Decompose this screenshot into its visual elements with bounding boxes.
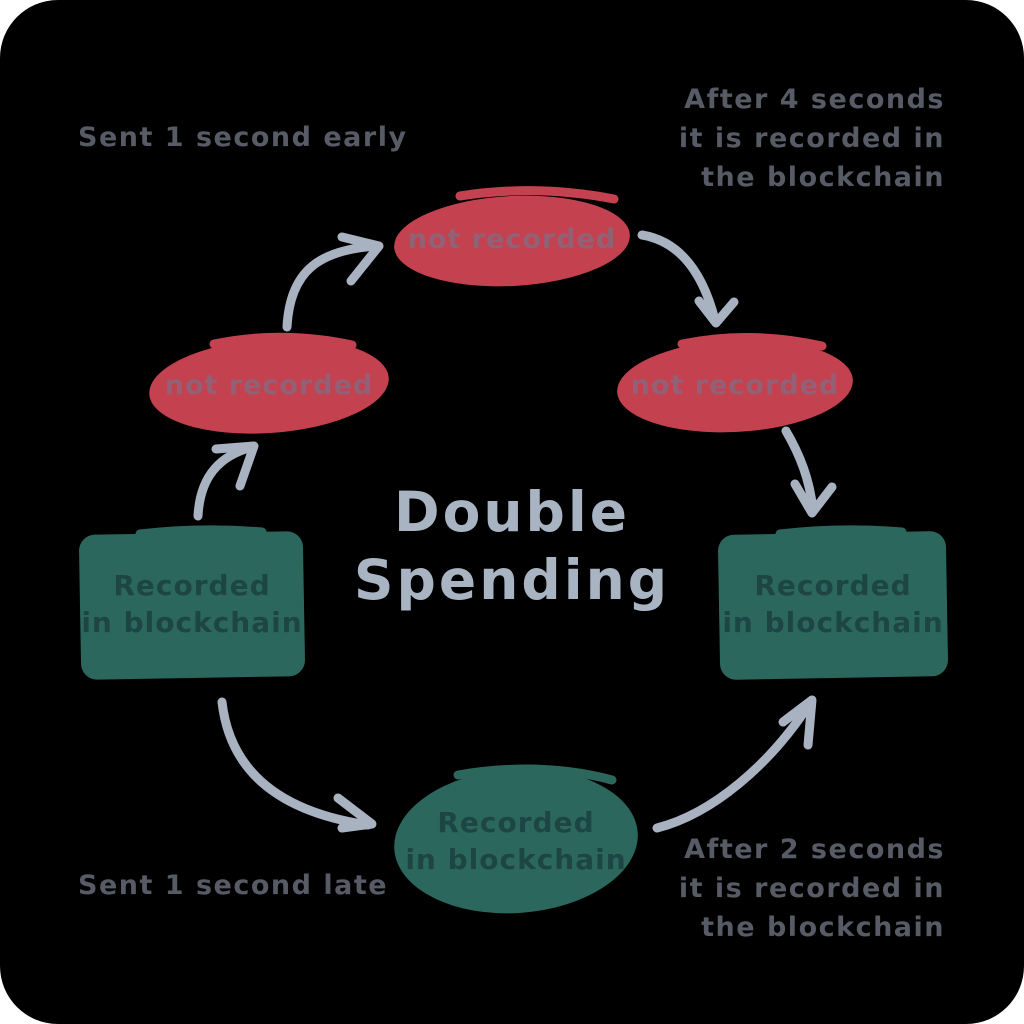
annotation-after-2-seconds-line2: it is recorded in [678,873,945,904]
annotation-after-4-seconds-line1: After 4 seconds [684,84,945,115]
not-recorded-ellipse-top-scribble [455,186,619,204]
recorded-ellipse-bottom-scribble [453,764,617,785]
arrow-rightellipse-to-rightrect-head [790,479,837,518]
annotation-after-4-seconds-line3: the blockchain [701,162,945,193]
node-label-right-not-recorded: not recorded [630,370,840,401]
annotation-after-4-seconds-line2: it is recorded in [678,123,945,154]
arrow-leftellipse-to-topellipse-head [337,232,384,286]
recorded-rect-right [718,531,948,680]
not-recorded-ellipse-left-scribble [209,332,357,350]
arrow-leftellipse-to-topellipse [282,241,381,332]
arrow-leftrect-to-bottomellipse-head [333,793,377,833]
node-label-right-recorded-line1: Recorded [754,569,912,602]
arrow-leftrect-to-leftellipse-head [211,441,259,491]
not-recorded-ellipse-right [617,339,853,433]
arrow-bottomellipse-to-rightrect-head [778,695,817,750]
recorded-rect-right-scribble [775,525,907,539]
node-label-bottom-recorded: Recorded in blockchain [396,804,636,878]
recorded-ellipse-bottom [394,768,638,914]
node-label-bottom-recorded-line2: in blockchain [405,843,627,876]
diagram-title-line1: Double [393,480,631,544]
arrow-rightellipse-to-rightrect [781,426,818,516]
arrow-topellipse-to-rightellipse-head [694,296,739,328]
node-label-left-recorded-line1: Recorded [113,569,271,602]
annotation-sent-early: Sent 1 second early [78,122,408,153]
node-label-left-not-recorded: not recorded [164,370,374,401]
annotation-after-2-seconds-line3: the blockchain [701,912,945,943]
node-label-top-not-recorded: not recorded [407,224,617,255]
node-label-left-recorded-line2: in blockchain [81,606,303,639]
recorded-rect-left-scribble [135,525,267,539]
not-recorded-ellipse-top [394,195,630,287]
node-label-right-recorded: Recorded in blockchain [719,567,947,641]
annotation-after-4-seconds: After 4 seconds it is recorded in the bl… [679,80,945,197]
arrow-topellipse-to-rightellipse [637,230,720,325]
not-recorded-ellipse-left [149,338,389,434]
recorded-rect-left [79,531,305,680]
annotation-after-2-seconds-line1: After 2 seconds [684,834,945,865]
node-label-bottom-recorded-line1: Recorded [437,806,595,839]
annotation-after-2-seconds: After 2 seconds it is recorded in the bl… [679,830,945,947]
diagram-title-line2: Spending [353,548,671,612]
annotation-sent-late: Sent 1 second late [78,870,389,901]
not-recorded-ellipse-right-scribble [677,333,827,351]
node-label-left-recorded: Recorded in blockchain [80,567,304,641]
arrow-bottomellipse-to-rightrect [652,698,815,833]
diagram-title: Double Spending [0,478,1024,614]
node-label-right-recorded-line2: in blockchain [722,606,944,639]
arrow-leftrect-to-bottomellipse [217,697,373,830]
